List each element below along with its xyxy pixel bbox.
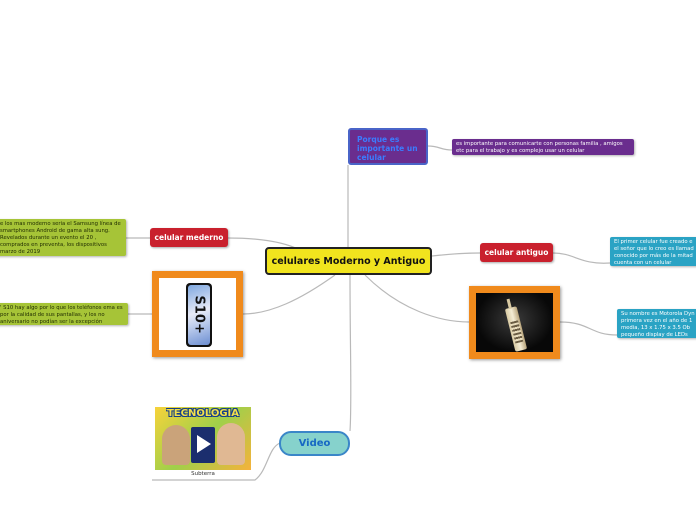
topic-moderno-label: celular mederno [155, 233, 224, 242]
old-phone-icon [505, 306, 527, 352]
kid-boy-icon [162, 425, 190, 465]
video-thumbnail[interactable]: TECNOLOGIA [155, 407, 251, 470]
leaf-antiguo-2-label: Su nombre es Motorola Dyn primera vez en… [621, 311, 695, 338]
topic-porque-label: Porque es importante un celular [357, 135, 418, 162]
image-samsung-s10[interactable]: S10+ [152, 271, 243, 357]
video-thumb-title: TECNOLOGIA [155, 408, 251, 419]
leaf-antiguo-2[interactable]: Su nombre es Motorola Dyn primera vez en… [617, 309, 696, 338]
link-antiguo [432, 253, 480, 256]
link-antiguo-leaf2 [560, 322, 617, 335]
leaf-moderno-2-label: ' S10 hay algo por lo que los teléfonos … [0, 305, 123, 325]
link-video [350, 275, 351, 431]
video-thumb-caption: Subterra [155, 471, 251, 477]
leaf-moderno-2[interactable]: ' S10 hay algo por lo que los teléfonos … [0, 303, 128, 325]
topic-antiguo[interactable]: celular antiguo [480, 243, 553, 262]
play-icon[interactable] [197, 435, 211, 453]
topic-moderno[interactable]: celular mederno [150, 228, 228, 247]
phone-modern-text: S10+ [192, 296, 207, 322]
topic-video[interactable]: Video [279, 431, 350, 456]
topic-video-label: Video [299, 438, 331, 449]
phone-modern-icon: S10+ [186, 283, 212, 347]
link-antiguo-leaf1 [553, 253, 610, 263]
leaf-antiguo-1-label: El primer celular fue creado e el señor … [614, 239, 694, 266]
link-image-antiguo [365, 275, 469, 322]
leaf-porque-label: es importante para comunicarte con perso… [456, 141, 623, 154]
image-motorola-dynatac[interactable] [469, 286, 560, 359]
link-image-s10 [243, 275, 335, 314]
leaf-moderno-1[interactable]: e los mas moderno seria el Samsung línea… [0, 219, 126, 256]
leaf-moderno-1-label: e los mas moderno seria el Samsung línea… [0, 221, 121, 255]
leaf-antiguo-1[interactable]: El primer celular fue creado e el señor … [610, 237, 696, 266]
central-topic[interactable]: celulares Moderno y Antiguo [265, 247, 432, 275]
topic-antiguo-label: celular antiguo [485, 248, 549, 257]
topic-porque[interactable]: Porque es importante un celular [348, 128, 428, 165]
central-topic-label: celulares Moderno y Antiguo [272, 256, 426, 267]
leaf-porque-text[interactable]: es importante para comunicarte con perso… [452, 139, 634, 155]
kid-girl-icon [217, 423, 245, 465]
link-porque-leaf [428, 146, 452, 150]
